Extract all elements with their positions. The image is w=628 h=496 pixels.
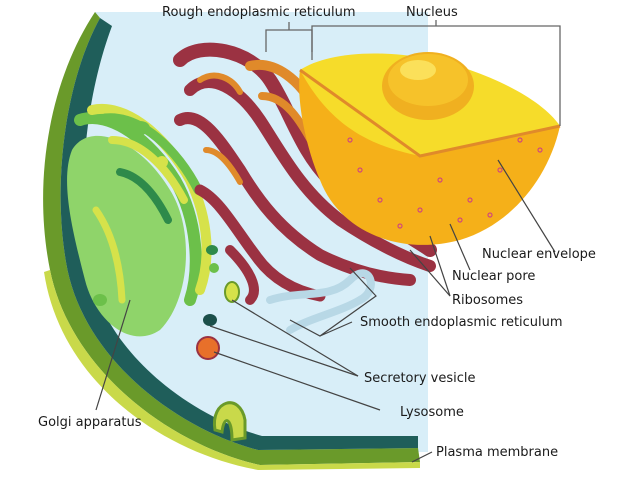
smooth-endoplasmic-reticulum <box>266 269 375 334</box>
secretory-vesicle <box>224 281 240 303</box>
label-nuclear-envelope: Nuclear envelope <box>482 247 596 262</box>
nucleus-bracket <box>311 20 561 126</box>
label-secretory-vesicle: Secretory vesicle <box>364 371 476 386</box>
plasma-membrane-outer <box>43 12 420 465</box>
label-lysosome: Lysosome <box>400 405 464 420</box>
label-ribosomes: Ribosomes <box>452 293 523 308</box>
label-rough-er: Rough endoplasmic reticulum <box>162 5 356 20</box>
nucleus <box>299 52 561 245</box>
membrane-fold <box>212 401 247 442</box>
plasma-membrane-dark <box>60 18 418 450</box>
label-nuclear-pore: Nuclear pore <box>452 269 535 284</box>
leader-lines <box>95 159 556 463</box>
label-golgi: Golgi apparatus <box>38 415 142 430</box>
lysosome <box>196 336 220 360</box>
label-smooth-er: Smooth endoplasmic reticulum <box>360 315 563 330</box>
nuclear-pores <box>347 137 543 229</box>
label-nucleus: Nucleus <box>406 5 458 20</box>
vesicle-dark <box>203 314 217 326</box>
golgi-apparatus <box>67 103 219 337</box>
label-plasma-membrane: Plasma membrane <box>436 445 558 460</box>
